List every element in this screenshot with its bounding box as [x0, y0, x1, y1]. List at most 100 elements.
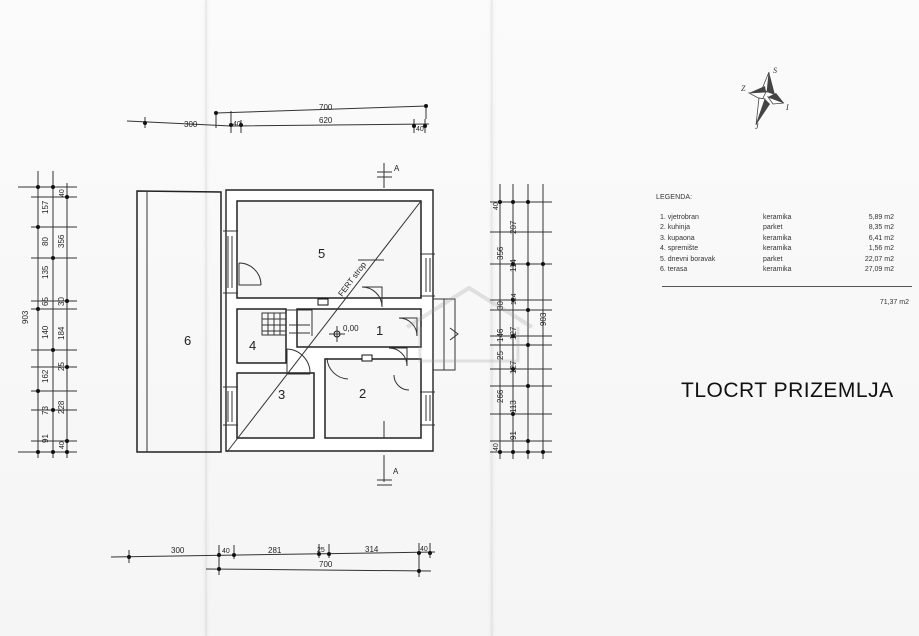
- dimension-label-top-40-right: 40: [416, 126, 424, 133]
- dimension-label-bottom-314: 314: [365, 545, 379, 554]
- legend-room-name: 3. kupaona: [660, 234, 695, 242]
- dimension-label-right-91: 91: [509, 431, 518, 440]
- dimension-label-left-356: 356: [57, 234, 66, 248]
- dimension-label-left-40-top: 40: [59, 189, 66, 197]
- dimension-label-left-184: 184: [57, 326, 66, 340]
- dimension-label-left-140: 140: [41, 325, 50, 339]
- dimension-label-right-40-bottom: 40: [493, 443, 500, 451]
- legend-room-name: 4. spremište: [660, 245, 699, 253]
- top-dimension-lines: 700 300 40 620 40: [126, 103, 430, 133]
- legend-row-5: 5. dnevni boravak parket 22,07 m2: [656, 255, 914, 266]
- dimension-label-right-40-top: 40: [493, 202, 500, 210]
- legend-room-area: 1,56 m2: [868, 245, 894, 253]
- compass-letter-z: Z: [741, 84, 746, 93]
- doors: [238, 262, 418, 391]
- paper-fold-center: [491, 0, 493, 636]
- compass-rose-icon: [747, 71, 785, 126]
- legend-room-name: 2. kuhinja: [660, 224, 690, 232]
- dimension-label-left-157: 157: [41, 200, 50, 214]
- legend-room-material: parket: [763, 224, 783, 232]
- dimension-label-left-40-bottom: 40: [59, 441, 66, 449]
- section-marker-top: A: [394, 164, 400, 173]
- legend-row-1: 1. vjetrobran keramika 5,89 m2: [656, 213, 914, 224]
- legend-room-name: 6. terasa: [660, 266, 688, 274]
- legend-room-area: 8,35 m2: [868, 224, 894, 232]
- room-label-5: 5: [318, 246, 325, 261]
- room-label-4: 4: [249, 338, 256, 353]
- legend-room-area: 6,41 m2: [868, 234, 894, 242]
- terrace-outline: [136, 190, 222, 453]
- bottom-dimension-lines: 300 40 281 25 314 40 700: [110, 543, 436, 577]
- compass-letter-i: I: [786, 103, 789, 112]
- legend-total-divider: [662, 286, 912, 287]
- dimension-label-bottom-40-right: 40: [420, 546, 428, 553]
- legend-room-area: 5,89 m2: [868, 213, 894, 221]
- right-dimension-lines: 40 207 356 114 30 124 146 127 903 25 127…: [490, 184, 552, 459]
- dimension-label-bottom-700: 700: [319, 560, 333, 569]
- legend-room-material: keramika: [763, 213, 792, 221]
- dimension-label-bottom-300: 300: [171, 546, 185, 555]
- legend-row-2: 2. kuhinja parket 8,35 m2: [656, 223, 914, 234]
- entrance-canopy: [433, 298, 459, 371]
- dimension-label-right-124: 124: [511, 293, 518, 305]
- dimension-label-top-40-left: 40: [233, 121, 241, 128]
- dimension-label-right-207: 207: [509, 220, 518, 234]
- legend-room-area: 22,07 m2: [864, 255, 894, 263]
- dimension-label-left-73: 73: [41, 406, 50, 415]
- dimension-label-right-266: 266: [496, 389, 505, 403]
- room-labels: 5 1 0,00 4 3 2 6: [184, 246, 383, 402]
- dimension-label-left-91: 91: [41, 434, 50, 443]
- level-label: 0,00: [343, 324, 359, 333]
- room-area-legend: LEGENDA: 1. vjetrobran keramika 5,89 m2 …: [656, 193, 914, 306]
- dimension-label-right-127-first: 127: [509, 326, 518, 340]
- legend-row-6: 6. terasa keramika 27,09 m2: [656, 265, 914, 276]
- dimension-label-top-700: 700: [319, 103, 333, 112]
- dimension-label-right-30: 30: [496, 301, 505, 310]
- dimension-label-top-620: 620: [319, 116, 333, 125]
- room-label-2: 2: [359, 386, 366, 401]
- dimension-label-left-30: 30: [57, 297, 66, 306]
- dimension-label-right-146: 146: [496, 328, 505, 342]
- room-label-1: 1: [376, 323, 383, 338]
- north-compass: S Z I J: [735, 64, 793, 132]
- floor-plan-title: TLOCRT PRIZEMLJA: [681, 379, 894, 402]
- legend-room-name: 5. dnevni boravak: [660, 255, 716, 263]
- legend-room-material: keramika: [763, 266, 792, 274]
- dimension-label-left-80: 80: [41, 237, 50, 246]
- dimension-label-left-228: 228: [57, 400, 66, 414]
- dimension-label-left-162: 162: [41, 369, 50, 383]
- dimension-label-bottom-25: 25: [317, 547, 325, 554]
- room-label-6: 6: [184, 333, 191, 348]
- legend-total-area: 71,37 m2: [879, 299, 909, 306]
- dimension-label-left-65: 65: [41, 297, 50, 306]
- section-marker-bottom: A: [393, 467, 399, 476]
- legend-row-3: 3. kupaona keramika 6,41 m2: [656, 234, 914, 245]
- dimension-label-right-113: 113: [509, 400, 518, 413]
- legend-room-material: parket: [763, 255, 783, 263]
- dimension-label-right-25: 25: [496, 351, 505, 360]
- legend-room-name: 1. vjetrobran: [660, 213, 699, 221]
- left-dimension-lines: 903 157 80 135 65 140 162 73 91 40 356 3…: [18, 171, 77, 458]
- dimension-label-left-135: 135: [41, 265, 50, 279]
- dimension-label-right-114: 114: [509, 259, 518, 272]
- legend-room-area: 27,09 m2: [864, 266, 894, 274]
- paper-fold-left: [205, 0, 207, 636]
- legend-room-material: keramika: [763, 234, 792, 242]
- dimension-label-bottom-281: 281: [268, 546, 282, 555]
- compass-letter-s: S: [773, 66, 777, 75]
- dimension-label-bottom-40-left: 40: [222, 548, 230, 555]
- room-label-3: 3: [278, 387, 285, 402]
- dimension-label-right-356: 356: [496, 246, 505, 260]
- legend-row-4: 4. spremište keramika 1,56 m2: [656, 244, 914, 255]
- section-markers: A A: [377, 163, 400, 486]
- fixtures: [317, 298, 373, 362]
- compass-letter-j: J: [755, 122, 759, 131]
- legend-room-material: keramika: [763, 245, 792, 253]
- dimension-label-left-903: 903: [21, 310, 30, 324]
- dimension-label-right-903: 903: [539, 312, 548, 326]
- dimension-label-right-127-second: 127: [509, 360, 518, 374]
- legend-title: LEGENDA:: [656, 194, 693, 201]
- dimension-label-top-300: 300: [184, 120, 198, 129]
